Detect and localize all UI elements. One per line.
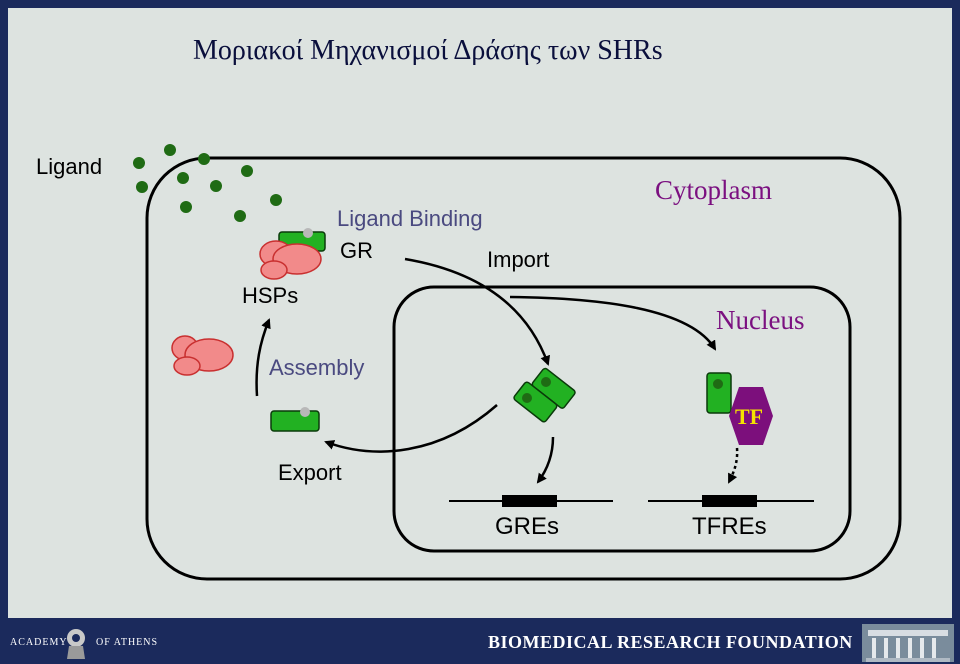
gres-label: GREs — [495, 513, 560, 540]
ligand-dot — [270, 194, 282, 206]
ligand-dot — [198, 153, 210, 165]
bound-ligand — [713, 379, 723, 389]
free-hsps — [171, 335, 234, 376]
academy-label-right: OF ATHENS — [96, 637, 159, 648]
import-arrow — [404, 257, 550, 366]
tfres-label: TFREs — [692, 513, 767, 540]
nuclear-arrow — [509, 295, 717, 351]
foundation-name: BIOMEDICAL RESEARCH FOUNDATION — [488, 632, 853, 652]
export-label: Export — [278, 460, 342, 485]
ligand-label: Ligand — [36, 154, 103, 179]
bound-ligand — [541, 377, 551, 387]
ligand-dot — [180, 201, 192, 213]
slide-title: Μοριακοί Μηχανισμοί Δράσης των SHRs — [193, 35, 663, 66]
ligand-dot — [241, 165, 253, 177]
export-arrow — [324, 404, 498, 453]
slide-background — [0, 0, 960, 622]
dna — [449, 495, 814, 507]
ligand-dot — [133, 157, 145, 169]
bound-ligand — [522, 393, 532, 403]
bound-ligand — [300, 407, 310, 417]
gre-element — [502, 495, 557, 507]
hsp-blob — [173, 356, 201, 376]
hsps-label: HSPs — [242, 283, 299, 308]
academy-label-left: ACADEMY — [10, 637, 68, 648]
ligand-dot — [177, 172, 189, 184]
assembly-label: Assembly — [269, 355, 365, 380]
academy-logo-icon — [67, 629, 85, 659]
ligand-molecules — [133, 144, 282, 222]
gre-binding-arrow — [536, 436, 555, 484]
ligand-dot — [136, 181, 148, 193]
cytoplasm-label: Cytoplasm — [655, 175, 773, 205]
gr-hsp-complex — [259, 228, 326, 280]
tf-label: TF — [735, 404, 764, 429]
building-image — [862, 624, 954, 662]
tfre-element — [702, 495, 757, 507]
ligand-dot — [234, 210, 246, 222]
hsp-blob — [260, 260, 288, 280]
gr-monomer — [706, 372, 732, 414]
gr-receptor — [270, 410, 320, 432]
footer-bar: ACADEMY OF ATHENS BIOMEDICAL RESEARCH FO… — [0, 622, 960, 664]
ligand-binding-label: Ligand Binding — [337, 206, 483, 231]
cell-membrane — [145, 156, 902, 581]
nuclear-membrane — [392, 285, 852, 553]
import-label: Import — [487, 247, 550, 272]
tfre-binding-arrow — [727, 447, 739, 484]
nucleus-label: Nucleus — [716, 305, 805, 335]
assembly-arrow — [255, 318, 271, 397]
ligand-dot — [210, 180, 222, 192]
exported-gr — [270, 407, 320, 432]
gr-tf-complex — [706, 372, 773, 445]
bound-ligand — [303, 228, 313, 238]
gr-monomer — [513, 381, 558, 423]
ligand-dot — [164, 144, 176, 156]
tf-hexagon — [729, 387, 773, 445]
arrows — [255, 257, 739, 484]
diagram — [0, 0, 960, 622]
gr-label: GR — [340, 238, 373, 263]
